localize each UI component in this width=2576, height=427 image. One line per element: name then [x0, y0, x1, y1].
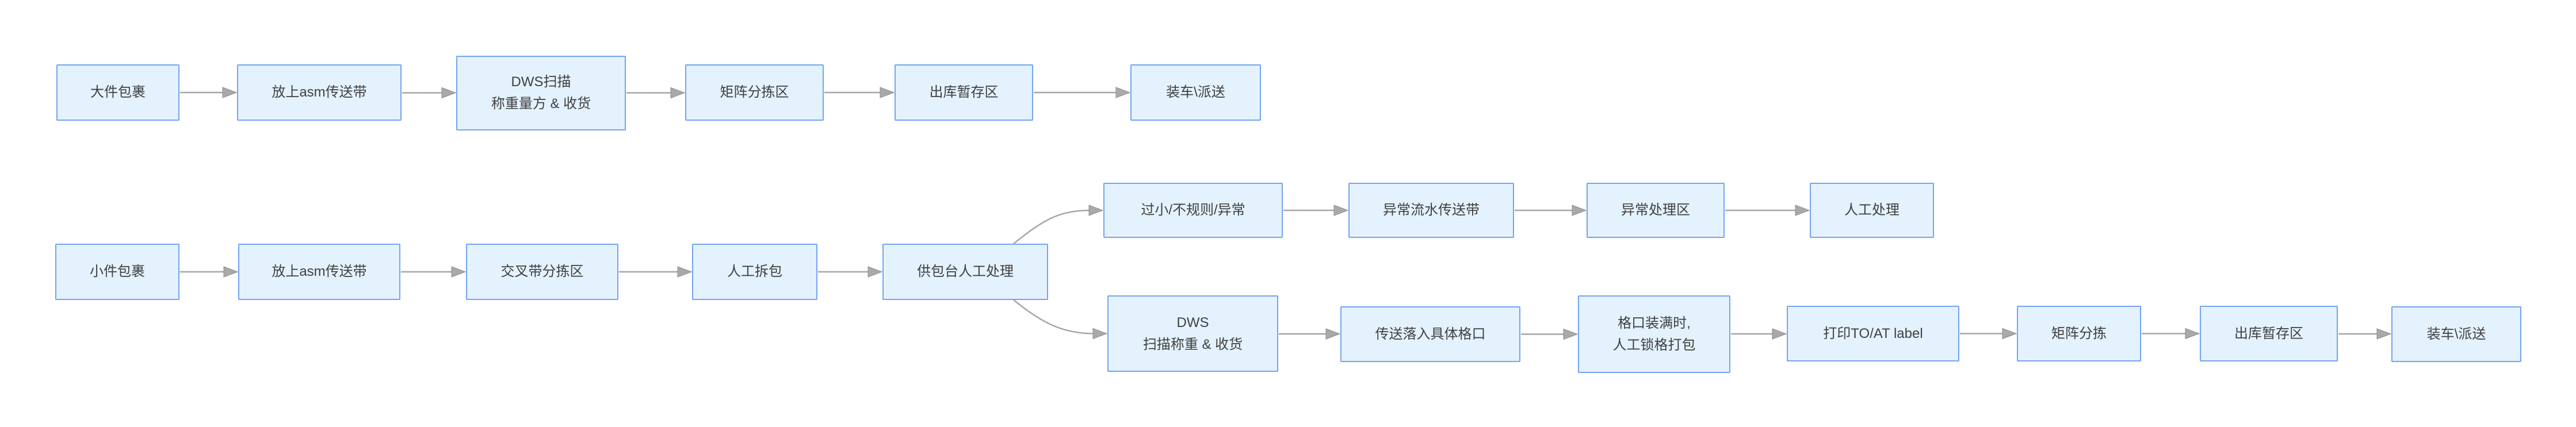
- flow-edge-abnormal-conveyor-to-abnormal-handling-area: [1515, 205, 1587, 216]
- flow-node-large-dws: DWS扫描称重量方 & 收货: [456, 56, 626, 130]
- flow-edge-large-asm-conveyor-to-large-dws: [402, 87, 457, 99]
- flow-node-manual-handling: 人工处理: [1810, 183, 1934, 238]
- flow-node-label: 人工锁格打包: [1612, 337, 1696, 353]
- flow-node-supply-station-manual: 供包台人工处理: [882, 244, 1048, 300]
- flow-edge-chute-drop-to-chute-full-lock: [1521, 328, 1579, 340]
- flow-edge-supply-station-manual-to-small-dws: [1013, 299, 1108, 340]
- flow-node-small-asm-conveyor: 放上asm传送带: [238, 244, 400, 300]
- flow-node-label: 装车\派送: [2426, 326, 2486, 342]
- arrowhead-icon: [222, 87, 238, 98]
- flow-node-label: 打印TO/AT label: [1823, 325, 1923, 341]
- flow-node-large-matrix-sorting: 矩阵分拣区: [685, 64, 824, 121]
- flow-node-label: 过小/不规则/异常: [1141, 202, 1245, 218]
- flow-edge-chute-full-lock-to-print-label: [1731, 328, 1787, 340]
- flow-node-small-parcel: 小件包裹: [55, 244, 179, 300]
- flow-node-manual-unpacking: 人工拆包: [692, 244, 817, 300]
- flow-node-loading-dispatch: 装车\派送: [2391, 306, 2521, 362]
- flow-edge-large-dws-to-large-matrix-sorting: [626, 87, 686, 99]
- flow-node-label: 扫描称重 & 收货: [1142, 336, 1243, 352]
- flow-edge-large-matrix-sorting-to-large-outbound-staging: [824, 87, 895, 98]
- arrowhead-icon: [2376, 328, 2392, 340]
- arrowhead-icon: [223, 266, 239, 278]
- flow-node-label: 交叉带分拣区: [500, 264, 584, 279]
- flow-node-chute-drop: 传送落入具体格口: [1340, 306, 1520, 362]
- arrowhead-icon: [1325, 328, 1341, 340]
- flow-node-small-dws: DWS 扫描称重 & 收货: [1107, 295, 1278, 372]
- flow-edge-cross-belt-sorting-to-manual-unpacking: [619, 266, 693, 278]
- flow-node-label: 人工拆包: [727, 264, 782, 279]
- flow-node-label: 称重量方 & 收货: [491, 96, 591, 111]
- flow-node-chute-full-lock: 格口装满时, 人工锁格打包: [1578, 295, 1730, 373]
- flow-node-label: 大件包裹: [90, 84, 146, 100]
- flow-node-print-label: 打印TO/AT label: [1787, 306, 1959, 361]
- flow-node-cross-belt-sorting: 交叉带分拣区: [466, 244, 618, 300]
- flow-node-abnormal-handling-area: 异常处理区: [1587, 183, 1725, 238]
- flow-node-label: 异常处理区: [1621, 202, 1690, 218]
- flow-edge-abnormal-handling-area-to-manual-handling: [1725, 205, 1810, 216]
- flow-edge-small-asm-conveyor-to-cross-belt-sorting: [401, 266, 467, 278]
- arrowhead-icon: [1572, 205, 1587, 216]
- flow-node-label: 小件包裹: [90, 264, 145, 279]
- flow-edge-large-parcel-to-large-asm-conveyor: [180, 87, 238, 98]
- flow-node-label: DWS: [1176, 314, 1209, 330]
- arrowhead-icon: [670, 87, 686, 99]
- flow-node-large-outbound-staging: 出库暂存区: [895, 64, 1033, 121]
- flow-edge-abnormal-parcel-to-abnormal-conveyor: [1283, 205, 1349, 216]
- flow-edge-matrix-sorting-to-outbound-staging: [2142, 328, 2200, 340]
- arrowhead-icon: [441, 87, 457, 99]
- flow-node-large-parcel: 大件包裹: [56, 64, 179, 121]
- flow-node-label: 矩阵分拣区: [720, 84, 789, 100]
- flow-node-large-loading-dispatch: 装车\派送: [1130, 64, 1261, 121]
- arrowhead-icon: [1115, 87, 1131, 98]
- arrowhead-icon: [1333, 205, 1349, 216]
- arrowhead-icon: [880, 87, 895, 98]
- flow-node-label: 放上asm传送带: [272, 264, 367, 279]
- flow-edge-small-parcel-to-small-asm-conveyor: [180, 266, 239, 278]
- arrowhead-icon: [1563, 328, 1579, 340]
- flow-node-label: DWS扫描: [511, 74, 571, 90]
- flow-node-label: 供包台人工处理: [917, 264, 1014, 279]
- flow-edge-manual-unpacking-to-supply-station-manual: [818, 266, 883, 278]
- arrowhead-icon: [451, 266, 467, 278]
- flow-edge-outbound-staging-to-loading-dispatch: [2338, 328, 2392, 340]
- flow-node-label: 矩阵分拣: [2051, 325, 2107, 341]
- flow-node-large-asm-conveyor: 放上asm传送带: [237, 64, 402, 121]
- flow-edge-supply-station-manual-to-abnormal-parcel: [1013, 205, 1104, 244]
- flow-node-label: 传送落入具体格口: [1375, 326, 1486, 342]
- flow-node-matrix-sorting: 矩阵分拣: [2017, 306, 2141, 361]
- flow-node-label: 放上asm传送带: [272, 84, 367, 100]
- flow-edge-print-label-to-matrix-sorting: [1960, 328, 2017, 340]
- arrowhead-icon: [1795, 205, 1810, 216]
- arrowhead-icon: [1092, 328, 1108, 340]
- flow-node-label: 装车\派送: [1166, 84, 1225, 100]
- arrowhead-icon: [1088, 205, 1104, 216]
- arrowhead-icon: [677, 266, 693, 278]
- flow-node-label: 人工处理: [1844, 202, 1899, 218]
- flow-node-label: 出库暂存区: [929, 84, 999, 100]
- arrowhead-icon: [2002, 328, 2017, 340]
- flow-node-label: 出库暂存区: [2234, 325, 2303, 341]
- flow-node-abnormal-conveyor: 异常流水传送带: [1348, 183, 1514, 238]
- flow-node-label: 异常流水传送带: [1383, 202, 1480, 218]
- arrowhead-icon: [2185, 328, 2200, 340]
- flow-node-outbound-staging: 出库暂存区: [2200, 306, 2338, 361]
- arrowhead-icon: [867, 266, 883, 278]
- flow-node-label: 格口装满时,: [1618, 315, 1691, 331]
- flow-node-abnormal-parcel: 过小/不规则/异常: [1103, 183, 1283, 238]
- arrowhead-icon: [1772, 328, 1787, 340]
- flow-edge-small-dws-to-chute-drop: [1279, 328, 1341, 340]
- flow-edge-large-outbound-staging-to-large-loading-dispatch: [1034, 87, 1131, 98]
